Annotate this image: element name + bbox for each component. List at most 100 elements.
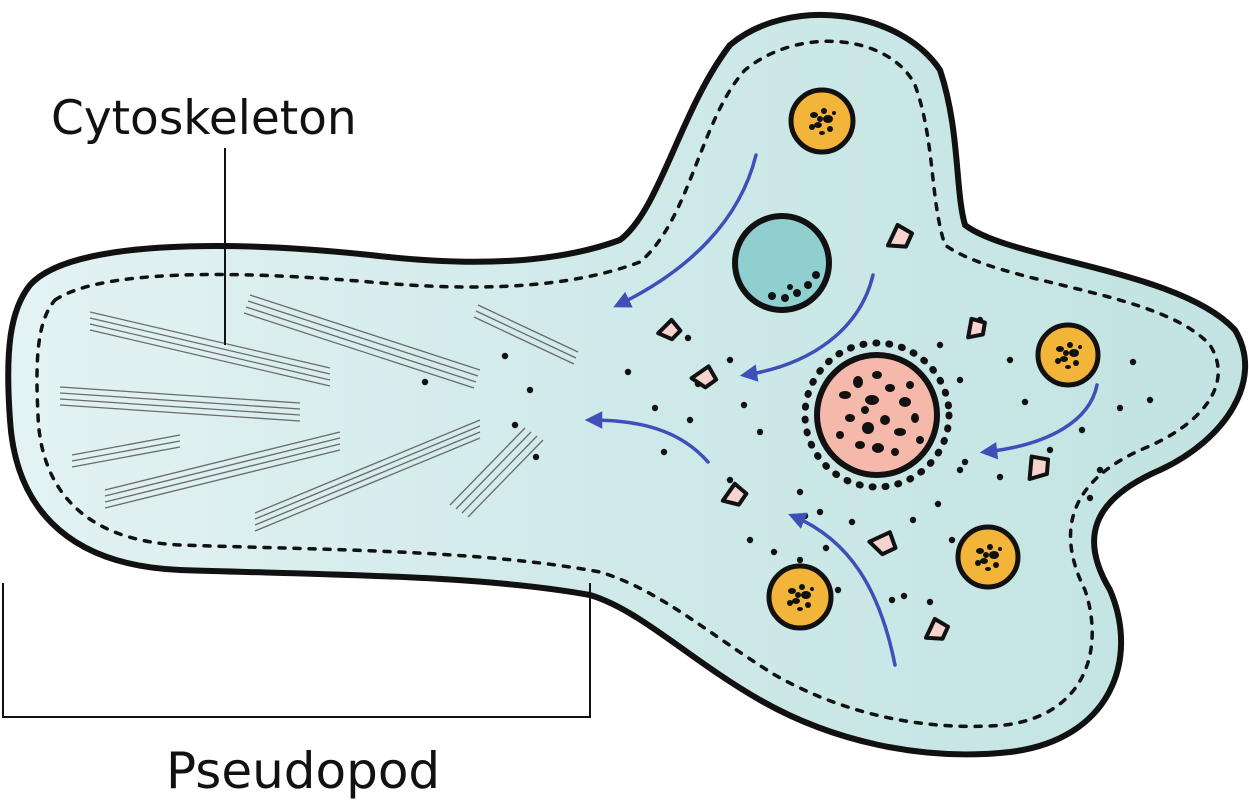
cytoplasm-dot (624, 368, 632, 376)
granule (720, 481, 749, 507)
filament-bundle (449, 427, 544, 518)
chromatin-blob (891, 448, 899, 456)
chromatin (836, 371, 924, 456)
food-particle (832, 111, 836, 115)
cytoplasm-dot (1116, 404, 1124, 412)
cytoplasm-dot (686, 416, 694, 424)
ectoplasm-boundary (35, 39, 1220, 729)
food-particle (787, 600, 793, 606)
nucleus (801, 339, 953, 491)
cytoplasm-dot (726, 476, 734, 484)
food-particle (1055, 358, 1061, 364)
contractile-vacuole (732, 213, 832, 313)
cytoplasm-dot (888, 596, 896, 604)
food-particle (976, 548, 984, 554)
cytoplasm-dot (848, 518, 856, 526)
granule (1027, 454, 1051, 481)
food-particle (799, 584, 805, 590)
cytoplasm-dot (796, 556, 804, 564)
flow-arrow (739, 273, 875, 382)
chromatin-blob (872, 443, 884, 453)
cytoplasm-dot (1146, 396, 1154, 404)
food-particle (983, 552, 989, 558)
cytoplasm-dot (526, 386, 534, 394)
chromatin-blob (855, 441, 865, 449)
cytoplasm-dot (816, 508, 824, 516)
food-particle (810, 587, 814, 591)
chromatin-blob (845, 414, 855, 422)
cytoplasm-dot (961, 458, 969, 466)
cytoplasm-dot (1096, 466, 1104, 474)
food-particle (1078, 345, 1082, 349)
food-vacuole (1035, 322, 1101, 388)
food-particle (989, 551, 999, 559)
food-particle (998, 547, 1002, 551)
filament-bundle (254, 419, 481, 532)
cytoplasm-dot (746, 536, 754, 544)
cytoskeleton-label: Cytoskeleton (51, 91, 357, 146)
cytoplasm-dot (900, 592, 908, 600)
cytoplasm-dot (936, 341, 944, 349)
cytoplasm-dot (956, 466, 964, 474)
filament-bundle (473, 304, 579, 365)
food-particle (1069, 349, 1079, 357)
filament-bundle (104, 431, 341, 509)
filament-bundle (89, 311, 331, 387)
cytoplasmic-flow-arrows (584, 153, 1099, 667)
food-vacuole (788, 87, 856, 155)
cytoplasm-dot (726, 356, 734, 364)
food-particle (814, 122, 822, 128)
flow-arrow (613, 153, 758, 308)
food-particle (821, 108, 827, 114)
food-particle (1063, 350, 1069, 356)
granule (689, 364, 719, 390)
cytoplasm-dot (834, 586, 842, 594)
filament-bundle (59, 386, 301, 422)
cytoplasm-dot (421, 378, 429, 386)
chromatin-blob (836, 431, 844, 439)
cytoplasm-dot (822, 544, 830, 552)
food-particle (788, 588, 796, 594)
food-particle (993, 562, 999, 568)
food-particle (985, 567, 991, 571)
food-particle (827, 126, 833, 132)
chromatin-blob (862, 422, 874, 434)
chromatin-blob (894, 428, 906, 436)
chromatin-blob (906, 381, 914, 389)
cytoplasm-dot (740, 401, 748, 409)
pseudopod-bracket (2, 583, 591, 718)
filament-bundle (71, 434, 181, 468)
food-vacuoles (766, 87, 1101, 631)
cytoplasm-dot (1086, 494, 1094, 502)
food-particle (805, 602, 811, 608)
cytoplasm-dot (909, 516, 917, 524)
food-particle (810, 112, 818, 118)
granule (656, 317, 683, 342)
cytoplasm-dot (996, 473, 1004, 481)
chromatin-blob (853, 376, 863, 388)
cytoplasm-dot (1021, 398, 1029, 406)
food-particle (801, 591, 811, 599)
food-vacuole (955, 524, 1021, 590)
chromatin-blob (899, 397, 911, 407)
food-vacuole (766, 563, 834, 631)
flow-arrow (979, 383, 1099, 460)
flow-arrow (788, 512, 897, 667)
food-particle (975, 560, 981, 566)
chromatin-blob (861, 406, 869, 414)
chromatin-blob (885, 384, 895, 392)
food-particle (809, 124, 815, 130)
cytoplasm-dot (956, 376, 964, 384)
food-particle (1067, 342, 1073, 348)
granule (966, 316, 987, 340)
food-particle (823, 115, 833, 123)
food-particle (980, 558, 988, 564)
cell-membrane (5, 11, 1248, 758)
cytoskeleton-filaments (59, 294, 579, 532)
food-particle (987, 544, 993, 550)
flow-arrow (584, 411, 710, 464)
granule (924, 617, 950, 641)
cytoplasm-dot (651, 404, 659, 412)
food-particle (819, 131, 825, 135)
